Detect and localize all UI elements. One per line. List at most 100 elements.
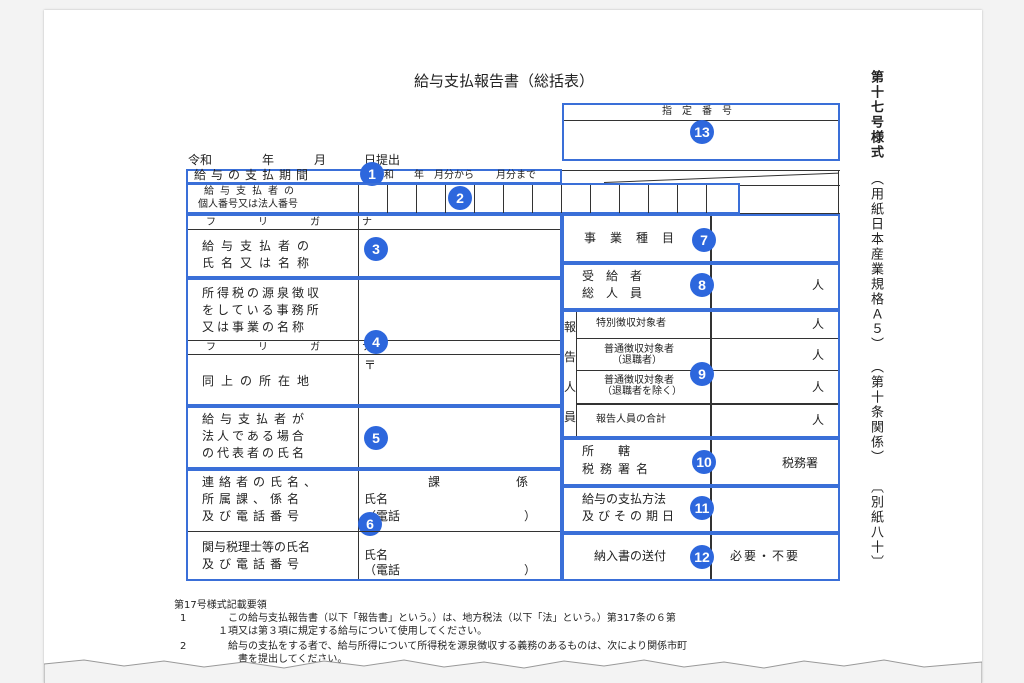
instructions-item-2-line2: 書を提出してください。 xyxy=(238,654,348,665)
date-year: 年 xyxy=(262,153,275,167)
report-row-1-label: 特別徴収対象者 xyxy=(596,318,666,329)
report-staff-field[interactable] xyxy=(562,310,840,438)
report-row-2-unit: 人 xyxy=(812,348,825,362)
recipients-label-1: 受 給 者 xyxy=(582,269,643,283)
contact-name: 氏名 xyxy=(364,492,389,506)
tax-office-suffix: 税務署 xyxy=(782,456,819,470)
representative-label-1: 給与支払者が xyxy=(202,412,311,426)
designation-number-box[interactable] xyxy=(562,103,840,161)
report-row-4-unit: 人 xyxy=(812,413,825,427)
contact-label-3: 及び電話番号 xyxy=(202,509,305,523)
tax-office-field[interactable] xyxy=(562,438,840,486)
badge-12: 12 xyxy=(690,545,714,569)
office-label-2: をしている事務所 xyxy=(202,303,322,317)
tax-accountant-name: 氏名 xyxy=(364,548,389,562)
tax-bill-field[interactable] xyxy=(562,533,840,581)
badge-8: 8 xyxy=(690,273,714,297)
contact-phone-close: ） xyxy=(524,509,537,523)
representative-label-3: の代表者の氏名 xyxy=(202,446,308,460)
pay-period-label: 給与の支払期間 xyxy=(194,168,314,182)
pay-period-year: 年 xyxy=(414,170,424,181)
badge-9: 9 xyxy=(690,362,714,386)
date-era: 令和 xyxy=(188,153,213,167)
badge-1: 1 xyxy=(360,162,384,186)
contact-kakari: 係 xyxy=(516,475,529,489)
report-side-3: 人 xyxy=(564,380,577,394)
payment-method-label-1: 給与の支払方法 xyxy=(582,492,667,506)
number-cells xyxy=(358,185,740,213)
recipients-unit: 人 xyxy=(812,278,825,292)
tax-bill-value: 必要・不要 xyxy=(730,549,801,563)
badge-13: 13 xyxy=(690,120,714,144)
report-row-4-label: 報告人員の合計 xyxy=(596,414,666,425)
report-side-2: 告 xyxy=(564,350,577,364)
contact-label-2: 所属課、係名 xyxy=(202,492,305,506)
badge-11: 11 xyxy=(690,496,714,520)
address-label: 同上の所在地 xyxy=(202,374,317,388)
instructions-item-1-num: 1 xyxy=(180,613,187,624)
badge-10: 10 xyxy=(692,450,716,474)
badge-4: 4 xyxy=(364,330,388,354)
tax-accountant-label-1: 関与税理士等の氏名 xyxy=(202,540,311,554)
business-type-field[interactable] xyxy=(562,214,840,263)
contact-label-1: 連絡者の氏名、 xyxy=(202,475,322,489)
report-row-3-label: 普通徴収対象者 xyxy=(604,375,674,386)
article-label: （第十条関係） xyxy=(868,360,883,465)
torn-edge xyxy=(44,659,982,683)
tax-accountant-label-2: 及び電話番号 xyxy=(202,557,305,571)
tax-accountant-phone-close: ） xyxy=(524,563,537,577)
report-side-1: 報 xyxy=(564,320,577,334)
recipients-label-2: 総 人 員 xyxy=(582,286,643,300)
instructions-item-1-line2: １項又は第３項に規定する給与について使用してください。 xyxy=(218,626,488,637)
recipients-field[interactable] xyxy=(562,263,840,310)
report-row-3-sub: （退職者を除く） xyxy=(602,386,682,397)
payer-number-field[interactable] xyxy=(186,183,740,214)
report-row-2-sub: （退職者） xyxy=(612,355,662,366)
tax-accountant-phone: （電話 xyxy=(364,563,401,577)
furigana-label-1: フ リ ガ ナ xyxy=(206,217,388,228)
tax-office-label-2: 税務署名 xyxy=(582,462,655,476)
pay-period-from: 月分から xyxy=(434,170,474,181)
payer-number-label-1: 給与支払者の xyxy=(204,186,300,197)
report-row-1-unit: 人 xyxy=(812,317,825,331)
tax-bill-label: 納入書の送付 xyxy=(594,549,667,563)
payment-method-field[interactable] xyxy=(562,486,840,533)
designation-label: 指 定 番 号 xyxy=(662,106,732,117)
business-type-label: 事業種目 xyxy=(584,231,689,245)
contact-field[interactable] xyxy=(186,469,562,581)
form-paper: 給与支払報告書（総括表） 第十七号様式 （用紙日本産業規格Ａ５） （第十条関係）… xyxy=(44,10,982,683)
instructions-item-2-num: 2 xyxy=(180,641,187,652)
payer-name-label-2: 氏名又は名称 xyxy=(202,256,317,270)
form-number-label: 第十七号様式 xyxy=(868,70,883,160)
pay-period-to: 月分まで xyxy=(496,170,536,181)
payer-name-field[interactable] xyxy=(186,214,562,278)
badge-5: 5 xyxy=(364,426,388,450)
postal-mark: 〒 xyxy=(364,358,377,372)
instructions-heading: 第17号様式記載要領 xyxy=(174,600,267,611)
badge-3: 3 xyxy=(364,237,388,261)
paper-size-label: （用紙日本産業規格Ａ５） xyxy=(868,172,883,352)
badge-2: 2 xyxy=(448,186,472,210)
report-row-3-unit: 人 xyxy=(812,380,825,394)
office-label-3: 又は事業の名称 xyxy=(202,320,308,334)
representative-field[interactable] xyxy=(186,406,562,469)
badge-7: 7 xyxy=(692,228,716,252)
tax-office-label-1: 所 轄 xyxy=(582,444,631,458)
contact-ka: 課 xyxy=(428,475,441,489)
payment-method-label-2: 及びその期日 xyxy=(582,509,679,523)
instructions-item-2-line1: 給与の支払をする者で、給与所得について所得税を源泉徴収する義務のあるものは、次に… xyxy=(228,641,688,652)
representative-label-2: 法人である場合 xyxy=(202,429,307,443)
payer-number-label-2: 個人番号又は法人番号 xyxy=(198,199,298,210)
pay-period-era: 令和 xyxy=(374,170,394,181)
report-side-4: 員 xyxy=(564,410,577,424)
instructions-item-1-line1: この給与支払報告書（以下「報告書」という。）は、地方税法（以下「法」という。）第… xyxy=(228,613,676,624)
annex-label: 〔別紙八十〕 xyxy=(868,480,883,570)
office-label-1: 所得税の源泉徴収 xyxy=(202,286,323,300)
report-row-2-label: 普通徴収対象者 xyxy=(604,344,674,355)
payer-name-label-1: 給与支払者の xyxy=(202,239,317,253)
date-month: 月 xyxy=(314,153,327,167)
form-title: 給与支払報告書（総括表） xyxy=(414,72,595,90)
badge-6: 6 xyxy=(358,512,382,536)
office-field[interactable] xyxy=(186,278,562,406)
furigana-label-2: フ リ ガ ナ xyxy=(206,342,388,353)
